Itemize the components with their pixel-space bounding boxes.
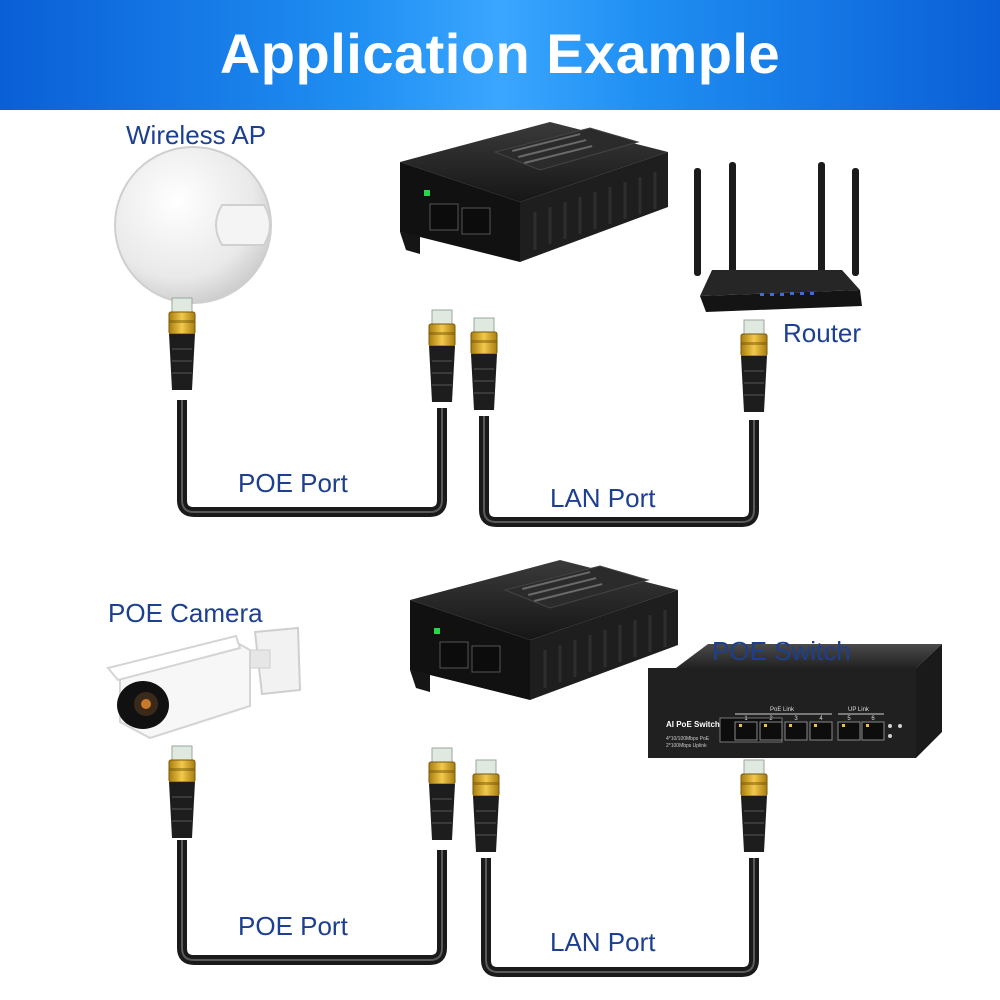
page-title: Application Example: [219, 22, 781, 85]
label-lan-port-top: LAN Port: [550, 483, 656, 513]
switch-port-number: 6: [871, 716, 875, 722]
switch-port-number: 1: [744, 716, 748, 722]
rj45-connector-poe-bottom: [428, 747, 456, 841]
switch-poe-link-label: PoE Link: [770, 707, 795, 713]
rj45-connector-ap-top: [168, 297, 196, 391]
label-poe-camera: POE Camera: [108, 598, 263, 628]
router-icon: [694, 162, 862, 312]
label-poe-port-top: POE Port: [238, 468, 348, 498]
poe-switch-icon: [648, 644, 942, 758]
switch-up-link-label: UP Link: [848, 707, 870, 713]
label-wireless-ap: Wireless AP: [126, 120, 267, 150]
rj45-connector-switch-bottom: [740, 759, 768, 853]
switch-port-number: 4: [819, 716, 823, 722]
poe-camera-icon: [106, 626, 302, 740]
label-router: Router: [783, 318, 862, 348]
switch-port-number: 5: [847, 716, 851, 722]
switch-spec-line-1: 4*10/100Mbps PoE: [666, 736, 710, 742]
label-poe-switch: POE Switch: [712, 636, 851, 666]
switch-port-number: 2: [769, 716, 773, 722]
rj45-connector-lan-top: [470, 317, 498, 411]
switch-port-number: 3: [794, 716, 798, 722]
rj45-connector-router-top: [740, 319, 768, 413]
rj45-connector-camera-bottom: [168, 745, 196, 839]
label-poe-port-bottom: POE Port: [238, 911, 348, 941]
header-banner: [0, 0, 1000, 110]
poe-injector-top-icon: [398, 120, 670, 264]
poe-injector-bottom-icon: [408, 558, 680, 702]
switch-port-numbers: 1 2 3 4 5 6: [744, 716, 875, 722]
wireless-ap-icon: [114, 146, 272, 304]
rj45-connector-lan-bottom: [472, 759, 500, 853]
switch-spec-line-2: 2*100Mbps Uplink: [666, 743, 707, 749]
label-lan-port-bottom: LAN Port: [550, 927, 656, 957]
cable-poe-bottom: [177, 840, 447, 965]
switch-brand-label: AI PoE Switch: [666, 720, 720, 729]
rj45-connector-poe-top: [428, 309, 456, 403]
